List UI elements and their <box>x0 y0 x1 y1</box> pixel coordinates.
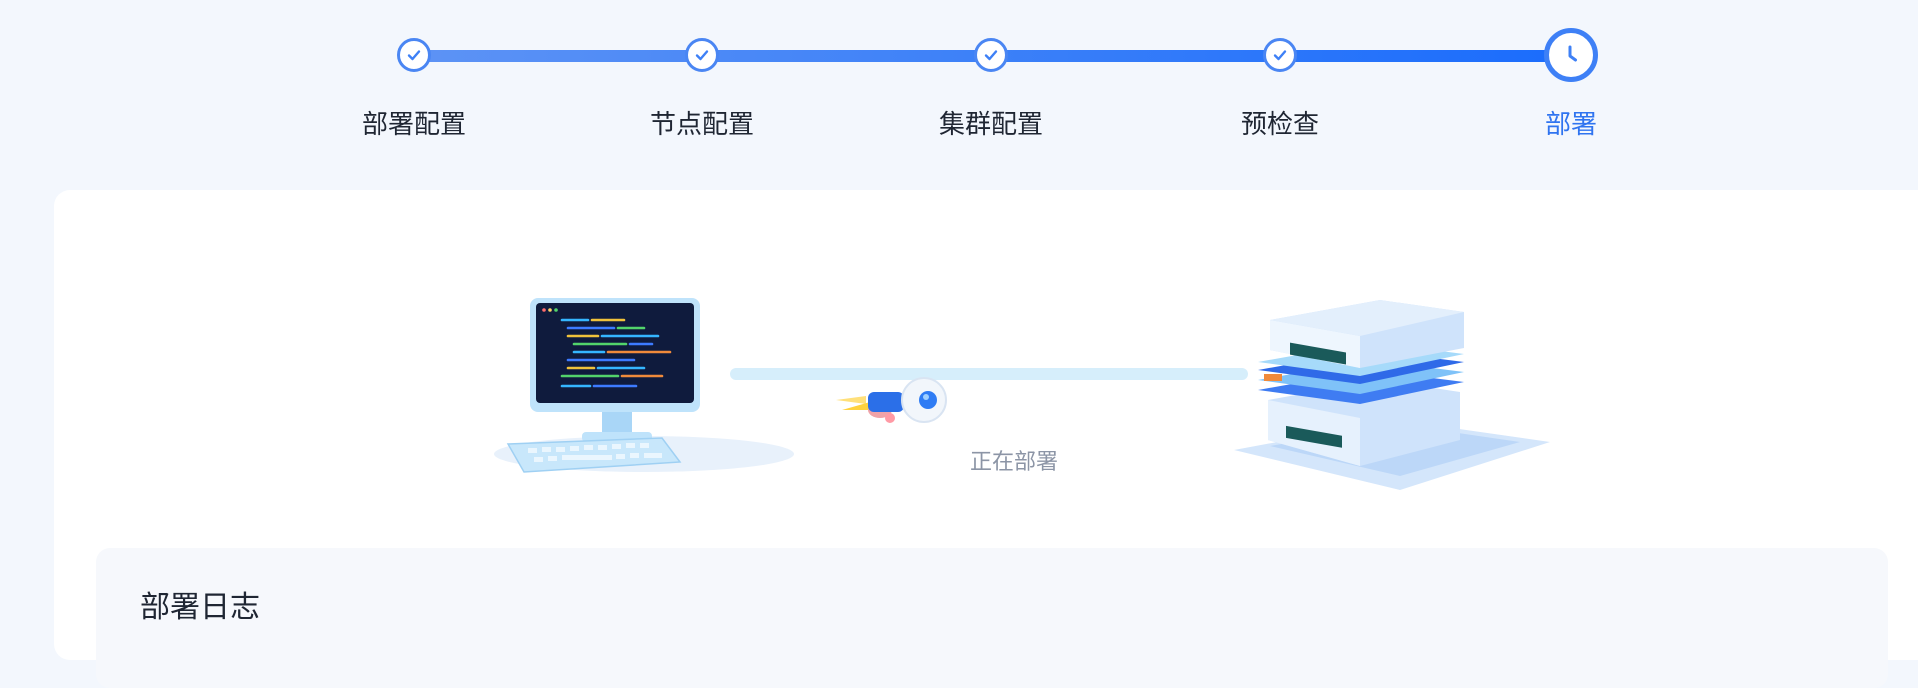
deploy-status-text: 正在部署 <box>969 449 1058 474</box>
server-rack-icon <box>1234 300 1550 490</box>
step-label: 部署 <box>1544 109 1597 139</box>
step-label: 预检查 <box>1240 109 1319 139</box>
check-icon <box>397 38 431 72</box>
check-icon <box>1263 38 1297 72</box>
rocket-robot-icon <box>836 377 947 423</box>
step-label: 部署配置 <box>361 109 466 139</box>
deploy-log-panel: 部署日志 <box>96 548 1888 688</box>
computer-monitor-icon <box>494 298 794 473</box>
step-label: 集群配置 <box>938 109 1043 139</box>
clock-icon <box>1544 28 1598 82</box>
check-icon <box>685 38 719 72</box>
log-title: 部署日志 <box>140 591 260 624</box>
connection-line <box>730 368 1248 380</box>
deployment-stepper: 部署配置 节点配置 集群配置 预检查 部署 <box>0 0 1918 150</box>
check-icon <box>974 38 1008 72</box>
deployment-card: 正在部署 部署日志 <box>54 190 1918 688</box>
step-label: 节点配置 <box>649 109 754 139</box>
